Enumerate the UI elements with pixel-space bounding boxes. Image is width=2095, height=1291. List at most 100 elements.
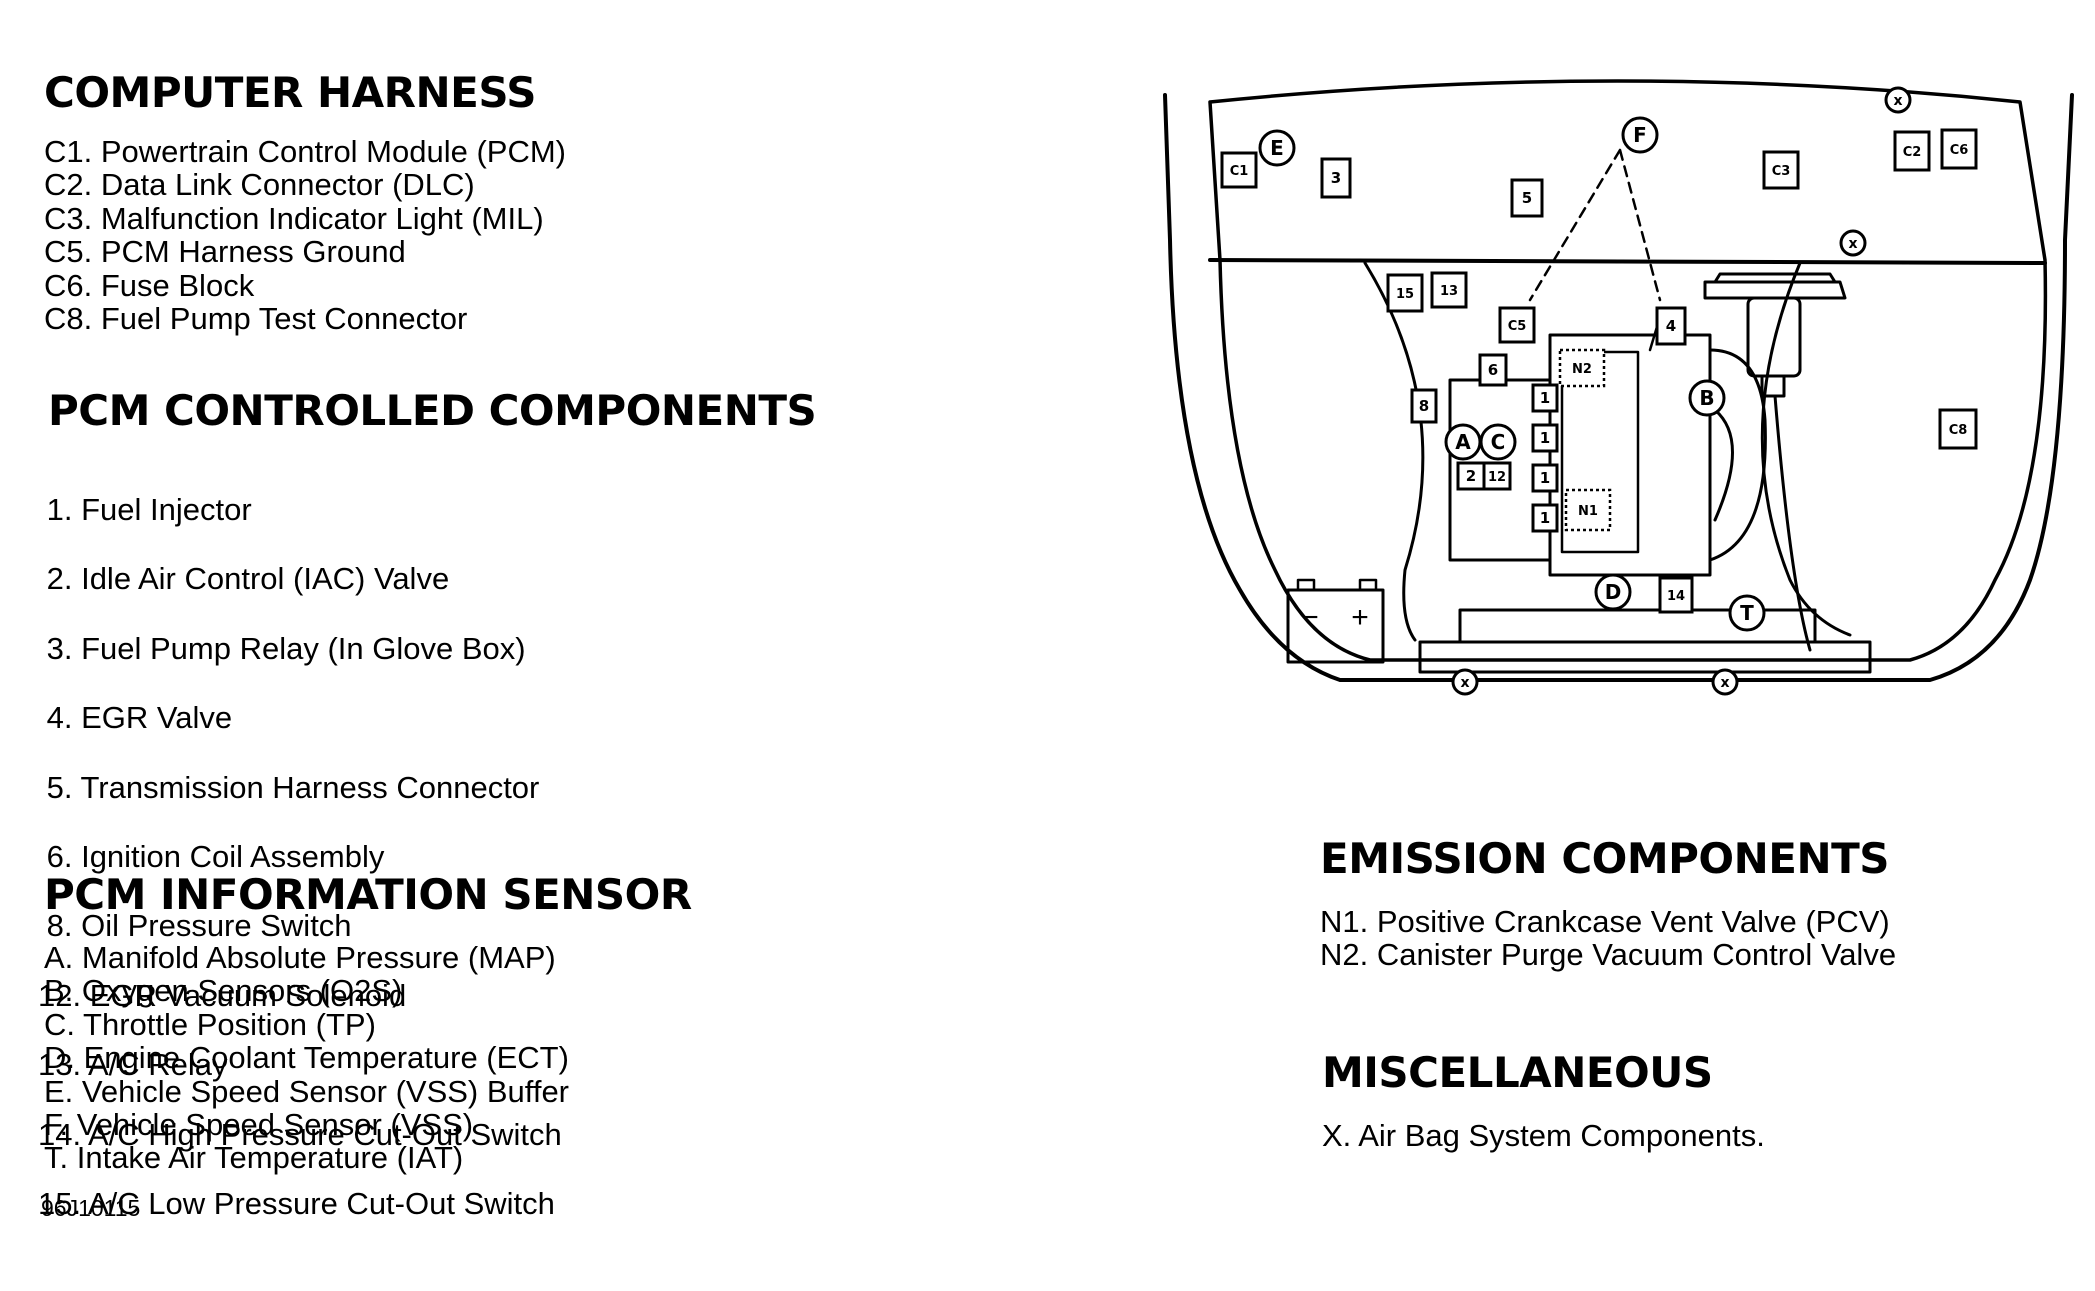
figure-code: 96J10115 — [41, 1195, 141, 1221]
section-pcm-controlled: PCM CONTROLLED COMPONENTS 1. Fuel Inject… — [38, 386, 817, 1256]
heading-pcm-information: PCM INFORMATION SENSOR — [44, 870, 692, 919]
section-pcm-information: PCM INFORMATION SENSOR A. Manifold Absol… — [44, 870, 692, 1175]
list-item: 13. A/C Relay — [38, 1047, 228, 1083]
list-item: 2. Idle Air Control (IAC) Valve — [38, 561, 450, 597]
list-item: 15. A/C Low Pressure Cut-Out Switch — [38, 1186, 555, 1222]
heading-emission: EMISSION COMPONENTS — [1320, 834, 1890, 883]
component-label-circle: x — [1884, 86, 1912, 114]
heading-computer-harness: COMPUTER HARNESS — [44, 68, 536, 117]
list-item: 3. Fuel Pump Relay (In Glove Box) — [38, 630, 526, 666]
list-computer-harness: C1. Powertrain Control Module (PCM) C2. … — [44, 135, 566, 337]
exhaust-manifold — [1708, 348, 1767, 562]
component-label-square: C2 — [1893, 130, 1931, 172]
svg-text:1: 1 — [1540, 509, 1550, 527]
svg-text:1: 1 — [1540, 429, 1550, 447]
battery-sign: + — [1351, 601, 1369, 634]
section-miscellaneous: MISCELLANEOUS X. Air Bag System Componen… — [1322, 1048, 1765, 1152]
list-item: 4. EGR Valve — [38, 700, 233, 736]
component-label-circle: T — [1728, 594, 1766, 632]
svg-text:8: 8 — [1419, 397, 1429, 415]
air-duct-neck — [1760, 374, 1786, 398]
component-label-circle: D — [1594, 573, 1632, 611]
component-label-square: 1 — [1531, 423, 1559, 453]
svg-text:x: x — [1848, 236, 1857, 252]
svg-text:C3: C3 — [1772, 164, 1791, 179]
list-item: C3. Malfunction Indicator Light (MIL) — [44, 200, 544, 236]
list-item: A. Manifold Absolute Pressure (MAP) — [44, 940, 556, 975]
component-label-square: 12 — [1482, 461, 1512, 491]
component-label-circle: x — [1451, 668, 1479, 696]
battery-terminal-pos — [1358, 578, 1378, 592]
svg-text:C2: C2 — [1903, 145, 1922, 160]
component-label-dotted: N2 — [1558, 348, 1606, 388]
component-label-square: 5 — [1510, 178, 1544, 218]
list-item: C8. Fuel Pump Test Connector — [44, 301, 468, 337]
component-label-square: 2 — [1456, 461, 1486, 491]
heading-miscellaneous: MISCELLANEOUS — [1322, 1048, 1713, 1097]
svg-text:C8: C8 — [1949, 423, 1968, 438]
body-outline — [1163, 93, 2074, 682]
list-emission: N1. Positive Crankcase Vent Valve (PCV) … — [1320, 905, 1896, 972]
left-fender — [1363, 261, 1425, 642]
svg-text:C: C — [1491, 430, 1506, 454]
component-label-circle: x — [1711, 668, 1739, 696]
svg-text:4: 4 — [1666, 317, 1676, 335]
svg-text:5: 5 — [1522, 189, 1532, 207]
list-pcm-information: A. Manifold Absolute Pressure (MAP) B. O… — [44, 941, 692, 1175]
component-label-square: 6 — [1478, 353, 1508, 387]
svg-text:E: E — [1270, 136, 1284, 160]
list-item: 6. Ignition Coil Assembly — [38, 839, 385, 875]
air-hose — [1773, 394, 1812, 652]
svg-text:3: 3 — [1331, 169, 1341, 187]
svg-text:C6: C6 — [1950, 143, 1969, 158]
list-item: 8. Oil Pressure Switch — [38, 908, 352, 944]
battery-sign: − — [1301, 601, 1319, 634]
firewall-line — [1208, 258, 2047, 265]
svg-text:1: 1 — [1540, 389, 1550, 407]
component-label-circle: C — [1479, 423, 1517, 461]
svg-text:1: 1 — [1540, 469, 1550, 487]
air-intake — [1703, 280, 1847, 300]
component-label-square: 4 — [1655, 306, 1687, 346]
svg-text:6: 6 — [1488, 361, 1498, 379]
svg-text:N2: N2 — [1572, 362, 1592, 377]
component-label-circle: B — [1688, 379, 1726, 417]
component-label-square: 1 — [1531, 503, 1559, 533]
svg-text:14: 14 — [1667, 589, 1685, 604]
svg-text:C5: C5 — [1508, 319, 1527, 334]
air-intake-top — [1713, 272, 1837, 284]
component-label-square: C3 — [1762, 150, 1800, 190]
list-item: N1. Positive Crankcase Vent Valve (PCV) — [1320, 904, 1890, 939]
list-item: B. Oxygen Sensors (O2S) — [44, 973, 403, 1009]
svg-text:x: x — [1720, 675, 1729, 691]
component-label-square: 13 — [1430, 271, 1468, 309]
list-item: X. Air Bag System Components. — [1322, 1118, 1765, 1153]
svg-text:A: A — [1455, 430, 1471, 454]
svg-text:x: x — [1460, 675, 1469, 691]
svg-text:N1: N1 — [1578, 504, 1598, 519]
component-label-square: 15 — [1386, 273, 1424, 313]
right-fender — [1760, 261, 1852, 637]
svg-text:x: x — [1893, 93, 1902, 109]
component-label-square: 1 — [1531, 463, 1559, 493]
section-emission: EMISSION COMPONENTS N1. Positive Crankca… — [1320, 834, 1896, 972]
component-label-square: 3 — [1320, 157, 1352, 199]
battery-terminal-neg — [1296, 578, 1316, 592]
svg-text:15: 15 — [1396, 287, 1414, 302]
component-label-square: 1 — [1531, 383, 1559, 413]
svg-text:T: T — [1740, 601, 1754, 625]
component-label-square: 14 — [1658, 576, 1694, 614]
component-label-dotted: N1 — [1564, 488, 1612, 532]
component-label-square: C1 — [1220, 151, 1258, 189]
crossmember-bottom — [1418, 640, 1872, 674]
list-item: C2. Data Link Connector (DLC) — [44, 167, 475, 203]
cowl-outline — [1208, 79, 2048, 662]
component-label-circle: A — [1444, 423, 1482, 461]
list-item: 5. Transmission Harness Connector — [38, 769, 540, 805]
list-item: C5. PCM Harness Ground — [44, 234, 406, 270]
component-label-square: 8 — [1410, 388, 1438, 424]
svg-text:F: F — [1633, 123, 1647, 147]
list-item: 1. Fuel Injector — [38, 492, 252, 527]
